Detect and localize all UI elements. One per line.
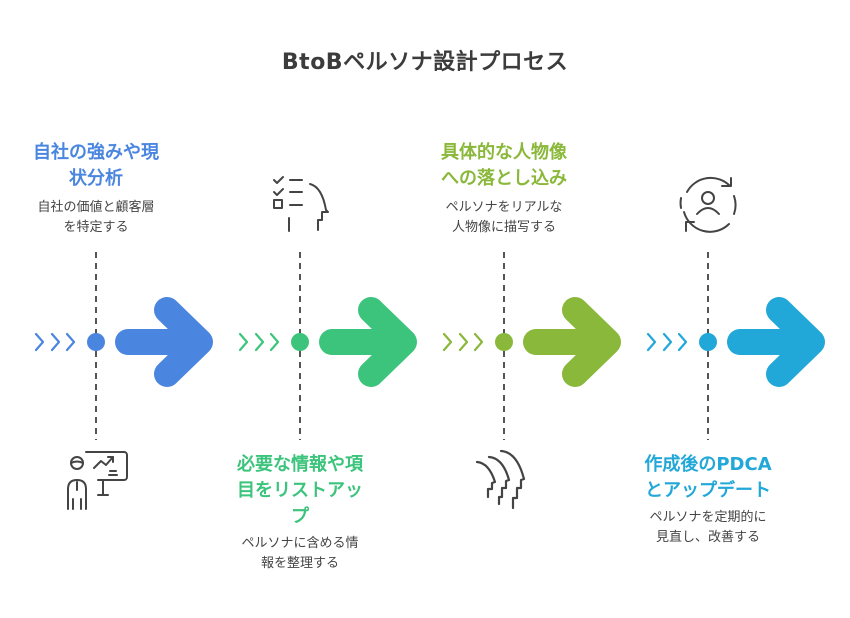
- step-3-node: [495, 333, 513, 351]
- step-1-desc-line1: 自社の価値と顧客層: [37, 200, 155, 215]
- user-refresh-icon: [679, 176, 737, 233]
- step-4-title-line2: とアップデート: [645, 480, 771, 501]
- step-3-arrow-icon: [523, 297, 621, 387]
- step-2-title-line1: 必要な情報や項: [237, 454, 363, 475]
- step-2-desc-line1: ペルソナに含める情: [241, 536, 359, 551]
- step-4-title-line1: 作成後のPDCA: [644, 454, 772, 475]
- step-3-desc-line1: ペルソナをリアルな: [445, 200, 563, 215]
- step-3-title: 具体的な人物像 への落とし込み: [414, 140, 594, 192]
- step-2-title-line2: 目をリストアッ: [237, 480, 363, 501]
- step-1-title-line1: 自社の強みや現: [33, 142, 159, 163]
- step-1-title-line2: 状分析: [69, 168, 123, 189]
- step-2-chevrons-icon: [238, 332, 280, 352]
- step-2-node: [291, 333, 309, 351]
- checklist-head-icon: [273, 176, 329, 232]
- presenter-chart-icon: [67, 451, 128, 510]
- step-2-desc-line2: 報を整理する: [260, 556, 339, 571]
- step-2-title-line3: プ: [291, 506, 309, 527]
- step-4-title: 作成後のPDCA とアップデート: [618, 452, 798, 504]
- multiple-profiles-icon: [475, 449, 526, 510]
- step-4-description: ペルソナを定期的に 見直し、改善する: [618, 508, 798, 548]
- step-4-chevrons-icon: [646, 332, 688, 352]
- step-2-description: ペルソナに含める情 報を整理する: [210, 534, 390, 574]
- step-4-desc-line2: 見直し、改善する: [655, 530, 760, 545]
- step-2-arrow-icon: [319, 297, 417, 387]
- step-1-arrow-icon: [115, 297, 213, 387]
- step-1-title: 自社の強みや現 状分析: [6, 140, 186, 192]
- step-4-desc-line1: ペルソナを定期的に: [649, 510, 767, 525]
- step-1-chevrons-icon: [34, 332, 76, 352]
- step-3-title-line1: 具体的な人物像: [441, 142, 567, 163]
- diagram-title: BtoBペルソナ設計プロセス: [281, 50, 569, 75]
- step-1-desc-line2: を特定する: [63, 220, 129, 235]
- step-3-chevrons-icon: [442, 332, 484, 352]
- step-4-arrow-icon: [727, 297, 825, 387]
- step-3-desc-line2: 人物像に描写する: [451, 220, 556, 235]
- step-1-description: 自社の価値と顧客層 を特定する: [6, 198, 186, 238]
- step-3-title-line2: への落とし込み: [441, 168, 567, 189]
- step-3-description: ペルソナをリアルな 人物像に描写する: [414, 198, 594, 238]
- step-1-node: [87, 333, 105, 351]
- step-4-node: [699, 333, 717, 351]
- step-2-title: 必要な情報や項 目をリストアッ プ: [210, 452, 390, 530]
